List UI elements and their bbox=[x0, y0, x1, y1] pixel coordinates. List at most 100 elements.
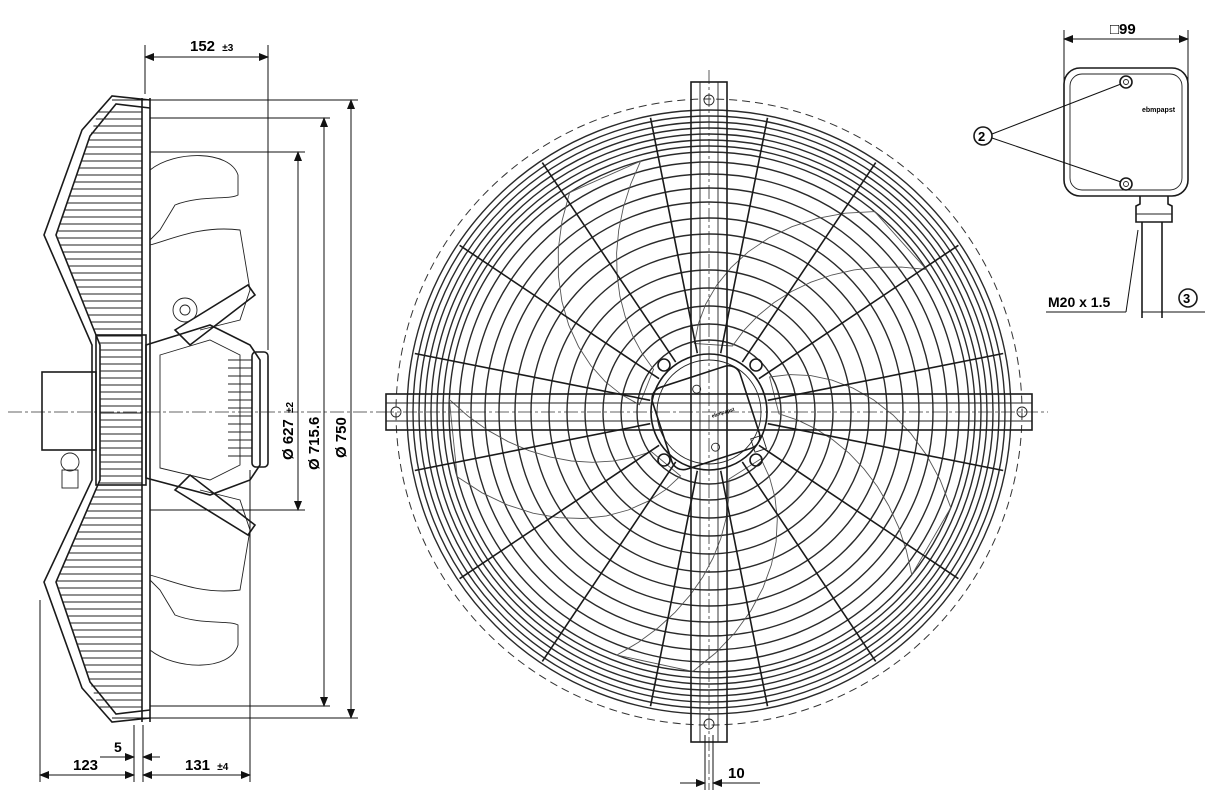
dim-627-label: Ø 627 ±2 bbox=[280, 401, 297, 460]
guard-profile-outer bbox=[43, 95, 151, 723]
guard-spokes bbox=[414, 117, 1004, 707]
motor-disc-inner bbox=[656, 359, 762, 465]
mount-hole-bottom bbox=[703, 718, 715, 730]
blade-upper-2 bbox=[149, 228, 251, 331]
guard-spoke bbox=[414, 352, 651, 402]
motor-bolt-4 bbox=[749, 453, 763, 467]
lid-screw-bottom-inner bbox=[1123, 181, 1129, 187]
mount-hole-top bbox=[703, 94, 715, 106]
guard-ring bbox=[548, 251, 870, 573]
guard-ring bbox=[514, 217, 904, 607]
guard-spoke bbox=[414, 422, 651, 472]
leader-m20 bbox=[1125, 229, 1139, 313]
guard-ring bbox=[406, 109, 1012, 715]
box-brand-label: ebmpapst bbox=[1142, 107, 1176, 114]
mount-hole-right bbox=[1016, 406, 1028, 418]
guard-spoke bbox=[758, 244, 959, 380]
guard-ring bbox=[448, 151, 970, 673]
guard-spoke bbox=[741, 461, 877, 662]
lid-screw-bottom bbox=[1119, 177, 1133, 191]
cable-side bbox=[61, 469, 79, 489]
rotor-inner bbox=[159, 339, 241, 481]
motor-disc bbox=[650, 353, 768, 471]
fan-blade-outline bbox=[557, 160, 655, 406]
dim-152-label: 152 ±3 bbox=[190, 38, 234, 55]
callout-2-circle bbox=[973, 126, 993, 146]
terminal-box-side bbox=[41, 371, 97, 451]
guard-ring bbox=[530, 233, 888, 591]
dim-131-label: 131 ±4 bbox=[185, 757, 229, 774]
guard-spoke bbox=[541, 461, 677, 662]
guard-ring bbox=[436, 139, 982, 685]
blade-slant-lower bbox=[173, 473, 257, 537]
guard-spoke bbox=[741, 162, 877, 363]
guard-ring bbox=[442, 145, 976, 679]
terminal-gland-front bbox=[750, 434, 768, 453]
guard-spoke bbox=[767, 352, 1004, 402]
front-view: ebmpapst 10 bbox=[380, 70, 1048, 790]
rotor-fins bbox=[228, 359, 252, 457]
callout-3-label: 3 bbox=[1183, 291, 1190, 306]
guard-ring bbox=[602, 305, 816, 519]
dim-123-label: 123 bbox=[73, 757, 98, 774]
lid-screw-top bbox=[1119, 75, 1133, 89]
dim-99-label: □99 bbox=[1110, 21, 1136, 38]
guard-spoke bbox=[758, 444, 959, 580]
guard-hatch bbox=[56, 111, 142, 708]
guard-spoke bbox=[459, 244, 660, 380]
fan-blade-outline bbox=[693, 211, 928, 347]
guard-spoke bbox=[719, 117, 769, 354]
guard-ring bbox=[424, 127, 994, 697]
dim-715-label: Ø 715.6 bbox=[306, 417, 323, 470]
bracket-vertical bbox=[690, 81, 728, 743]
cable-gland-side bbox=[60, 452, 80, 472]
leader-2-bottom bbox=[991, 137, 1122, 183]
guard-spoke bbox=[459, 444, 660, 580]
cable-gland bbox=[1135, 196, 1173, 223]
motor-bolt-2 bbox=[749, 358, 763, 372]
rotor-housing bbox=[145, 324, 261, 496]
guard-spoke bbox=[649, 117, 699, 354]
terminal-box-detail: □99 ebmpapst 2 3 M20 x 1.5 bbox=[973, 21, 1205, 318]
side-view: 152 ±3 Ø 627 ±2 Ø 715.6 Ø 750 123 5 bbox=[8, 38, 380, 782]
guard-spoke bbox=[649, 470, 699, 707]
bracket-horizontal bbox=[385, 393, 1033, 431]
terminal-screw-front-top bbox=[692, 384, 702, 394]
thread-label: M20 x 1.5 bbox=[1048, 294, 1110, 310]
guard-spoke bbox=[767, 422, 1004, 472]
dim-5-label: 5 bbox=[114, 739, 122, 755]
guard-ring bbox=[566, 269, 852, 555]
outer-dashed-circle bbox=[395, 98, 1023, 726]
lid-screw-top-inner bbox=[1123, 79, 1129, 85]
guard-ring bbox=[418, 121, 1000, 703]
guard-spoke bbox=[719, 470, 769, 707]
guard-ring bbox=[636, 339, 782, 485]
guard-rings bbox=[406, 109, 1012, 715]
fan-blade-outline bbox=[448, 398, 682, 519]
terminal-box-front-body bbox=[651, 364, 761, 471]
motor-bolt-3 bbox=[657, 453, 671, 467]
blade-slant-upper bbox=[173, 283, 257, 347]
dim-750-label: Ø 750 bbox=[333, 417, 350, 458]
terminal-box-body bbox=[1063, 67, 1189, 197]
motor-bolt-1 bbox=[657, 358, 671, 372]
guard-ring bbox=[620, 323, 798, 501]
callout-3-circle bbox=[1178, 288, 1198, 308]
guard-ring bbox=[430, 133, 988, 691]
guard-ring bbox=[584, 287, 834, 537]
guard-ring bbox=[458, 161, 960, 663]
blade-lower-2 bbox=[149, 489, 251, 592]
guard-ring bbox=[498, 201, 920, 623]
mount-hole-left bbox=[390, 406, 402, 418]
blade-lower bbox=[149, 579, 239, 666]
terminal-box-lid bbox=[1069, 73, 1183, 191]
callout-2-label: 2 bbox=[978, 129, 985, 144]
rotor-end-cap bbox=[251, 351, 269, 468]
motor-flange bbox=[95, 334, 147, 486]
guard-spoke bbox=[541, 162, 677, 363]
guard-profile-inner bbox=[55, 103, 151, 715]
blade-upper bbox=[149, 155, 239, 241]
terminal-screw-front-bottom bbox=[711, 442, 720, 452]
screw-side-upper-inner bbox=[179, 304, 191, 316]
